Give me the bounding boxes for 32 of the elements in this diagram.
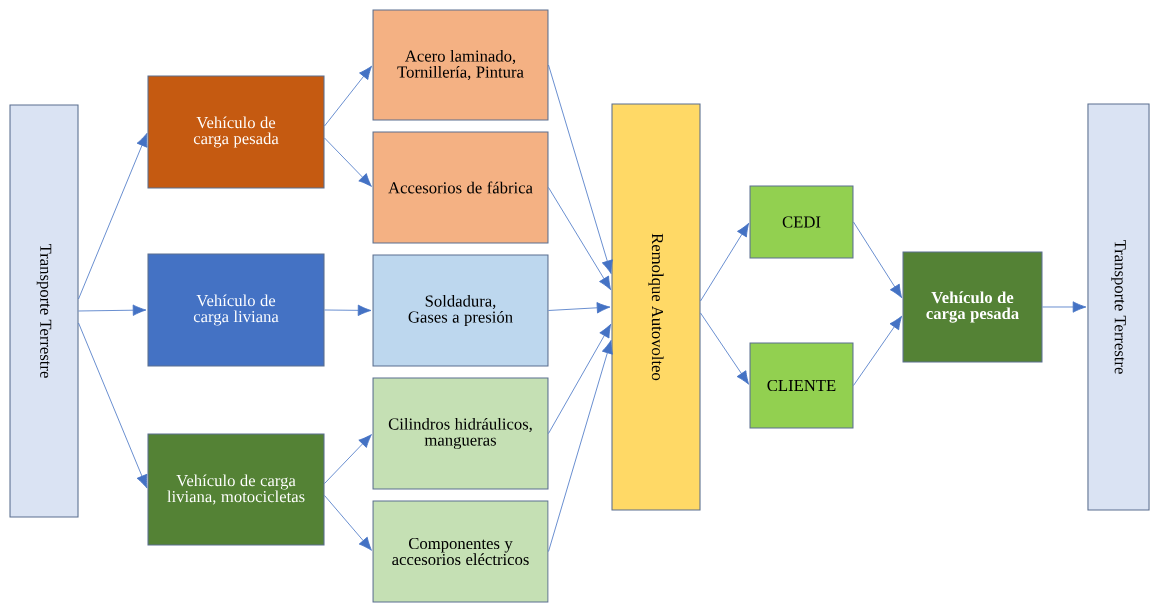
- material-box: Accesorios de fábrica: [372, 131, 549, 244]
- arrow: [324, 304, 372, 316]
- vertical-label-box: Remolque Autovolteo: [611, 103, 701, 511]
- arrow: [78, 304, 147, 316]
- vertical-label-box: Transporte Terrestre: [1087, 103, 1150, 511]
- category-box: Vehículo de carga liviana: [147, 253, 325, 367]
- arrow: [324, 495, 372, 551]
- arrow: [1042, 301, 1087, 313]
- arrow: [548, 302, 611, 314]
- material-box: Soldadura, Gases a presión: [372, 254, 549, 367]
- arrow: [700, 312, 750, 385]
- arrow: [324, 137, 372, 187]
- arrow: [700, 222, 750, 302]
- result-box: Vehículo de carga pesada: [902, 251, 1043, 363]
- destination-box: CLIENTE: [749, 342, 854, 429]
- arrow: [548, 340, 613, 552]
- arrow: [324, 65, 372, 127]
- vertical-label-box: Transporte Terrestre: [9, 104, 79, 518]
- category-box: Vehículo de carga liviana, motocicletas: [147, 433, 325, 546]
- arrow: [548, 64, 613, 274]
- arrow: [548, 323, 612, 434]
- arrow: [853, 221, 903, 299]
- arrow: [548, 187, 612, 291]
- arrow: [324, 434, 372, 484]
- arrow: [78, 133, 148, 300]
- material-box: Componentes y accesorios eléctricos: [372, 500, 549, 603]
- material-box: Acero laminado, Tornillería, Pintura: [372, 9, 549, 121]
- arrow: [78, 322, 148, 489]
- material-box: Cilindros hidráulicos, mangueras: [372, 377, 549, 490]
- arrow: [853, 315, 903, 386]
- destination-box: CEDI: [749, 185, 854, 259]
- category-box: Vehículo de carga pesada: [147, 75, 325, 189]
